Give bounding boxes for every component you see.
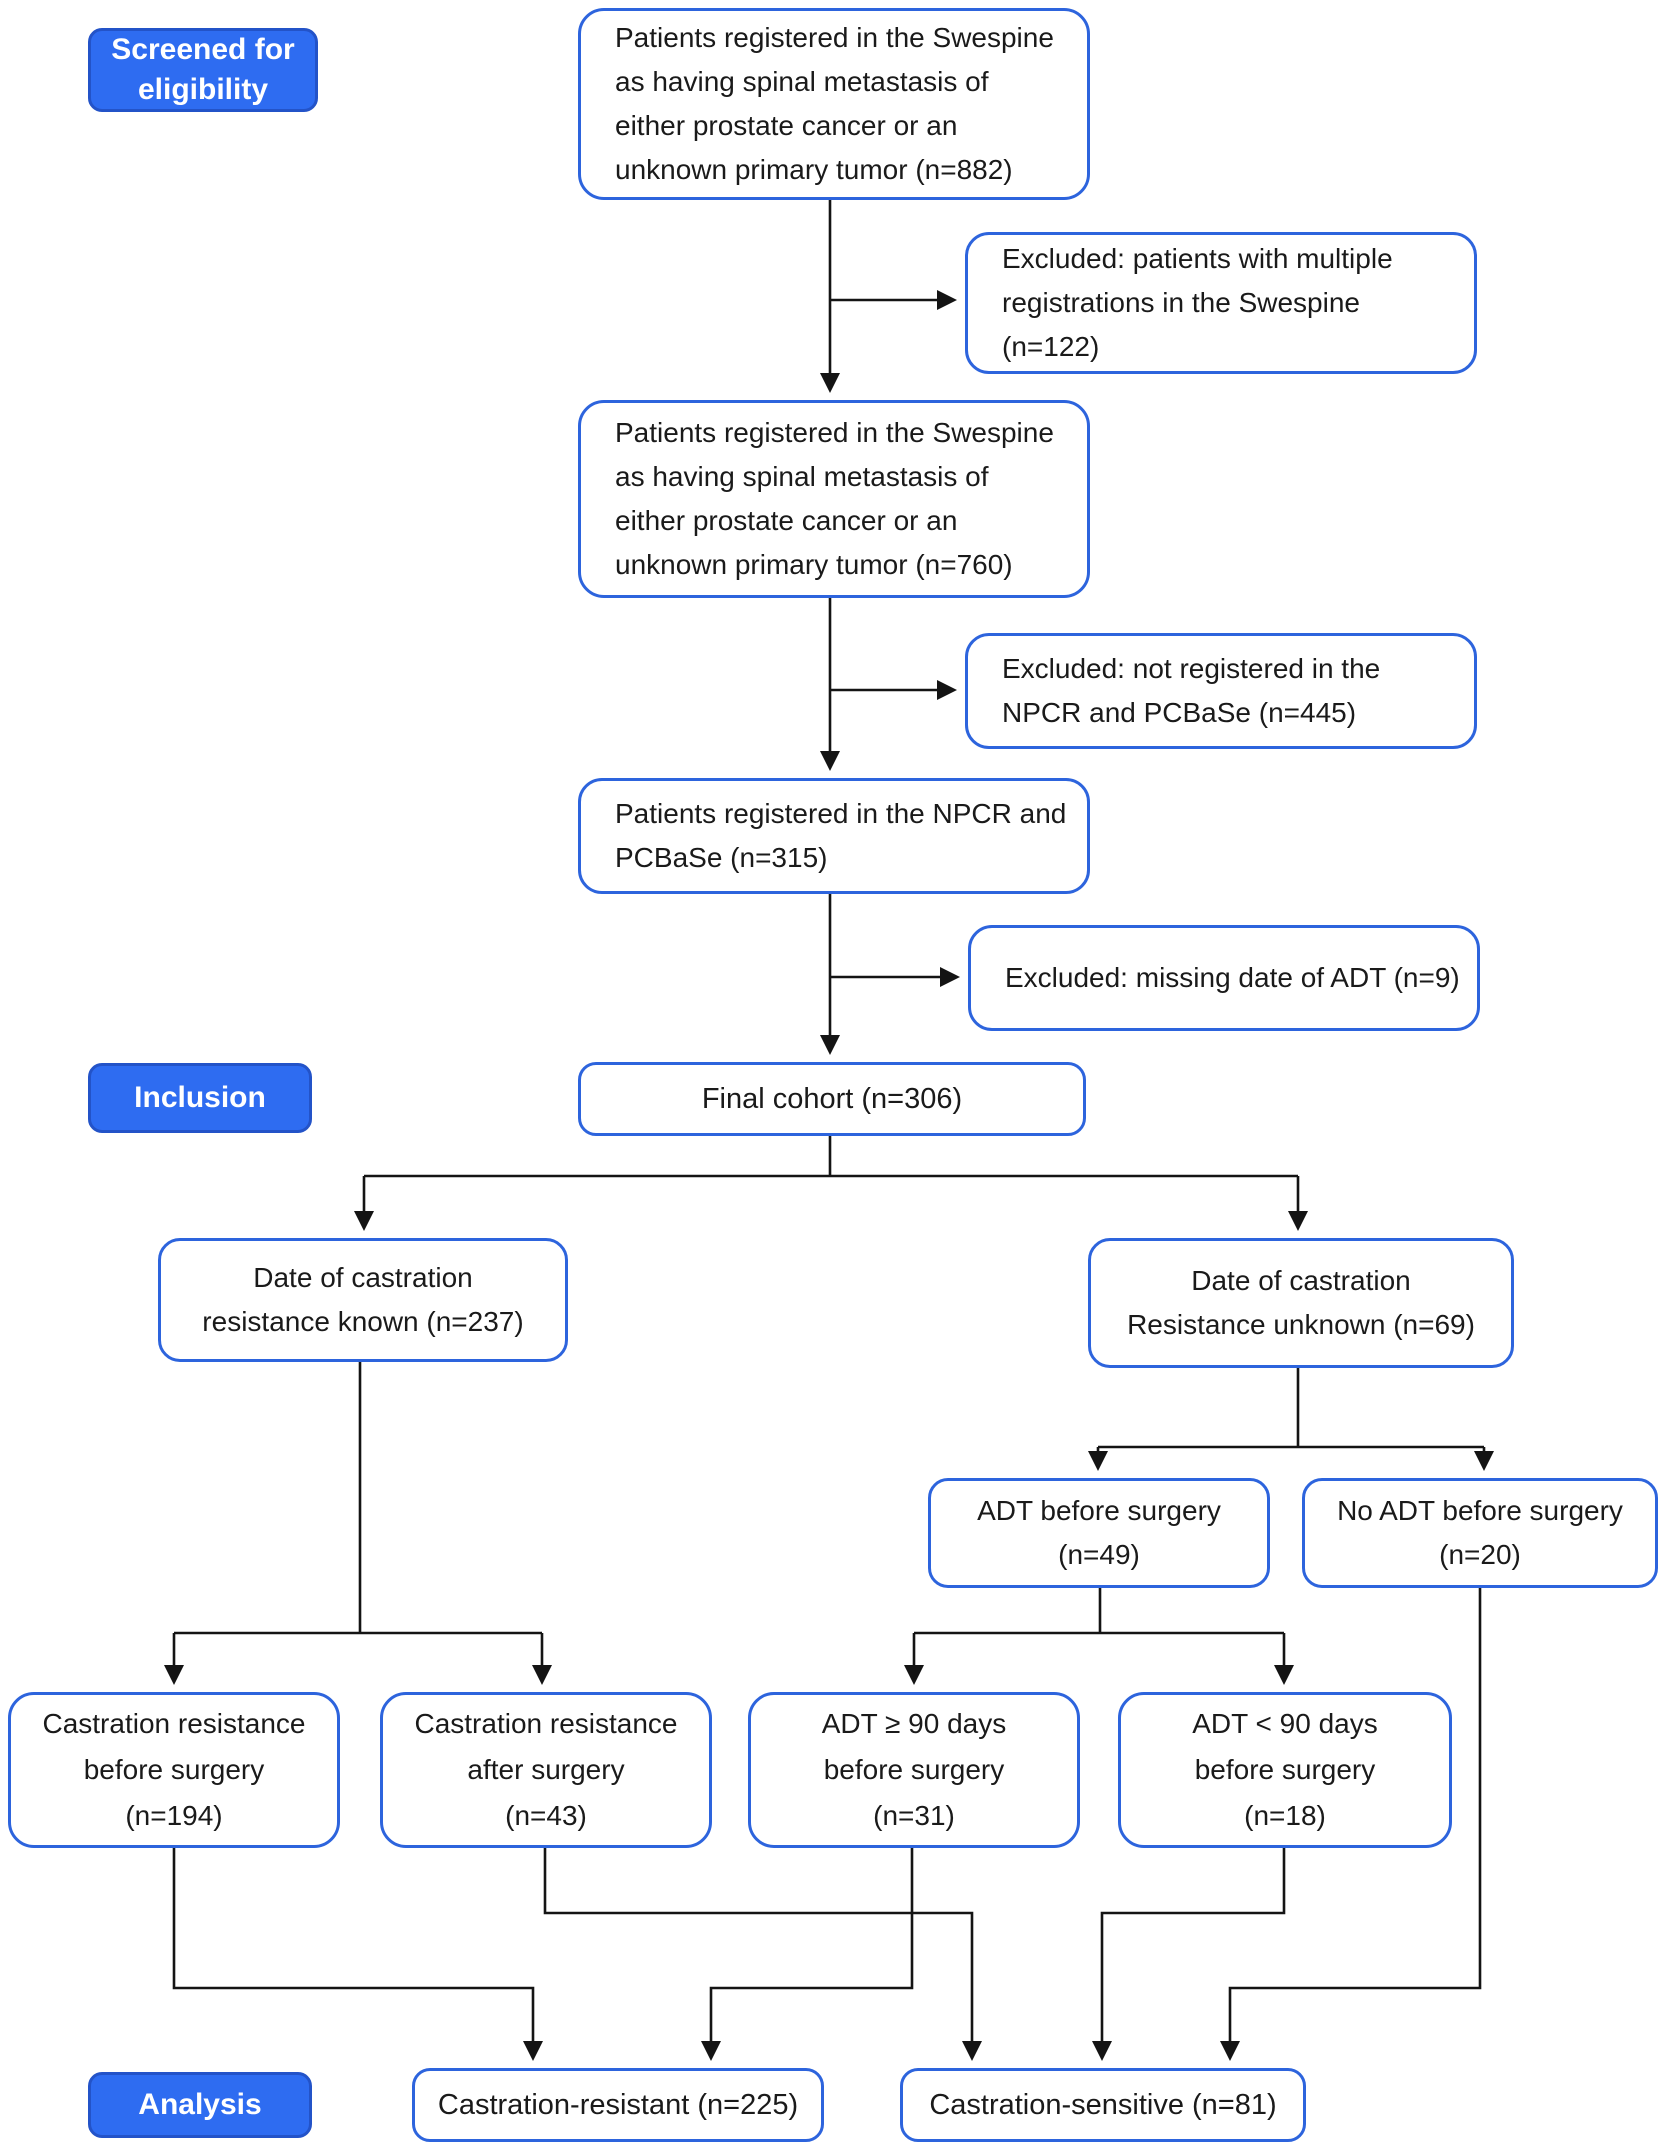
node-cr-date-unknown: Date of castration Resistance unknown (n… xyxy=(1088,1238,1514,1368)
node-castration-sensitive: Castration-sensitive (n=81) xyxy=(900,2068,1306,2142)
node-adt-ge-90-days: ADT ≥ 90 days before surgery (n=31) xyxy=(748,1692,1080,1848)
stage-inclusion-label: Inclusion xyxy=(88,1063,312,1133)
route-crbefore-to-resistant xyxy=(172,1848,543,2061)
route-ge90-to-resistant xyxy=(701,1848,914,2061)
node-npcr-315: Patients registered in the NPCR and PCBa… xyxy=(578,778,1090,894)
node-excluded-adt-date: Excluded: missing date of ADT (n=9) xyxy=(968,925,1480,1031)
node-swespine-760: Patients registered in the Swespine as h… xyxy=(578,400,1090,598)
node-final-cohort: Final cohort (n=306) xyxy=(578,1062,1086,1136)
route-lt90-to-sensitive xyxy=(1092,1848,1286,2061)
node-excluded-multiple: Excluded: patients with multiple registr… xyxy=(965,232,1477,374)
node-excluded-npcr: Excluded: not registered in the NPCR and… xyxy=(965,633,1477,749)
node-cr-date-known: Date of castration resistance known (n=2… xyxy=(158,1238,568,1362)
stage-screened-label: Screened for eligibility xyxy=(88,28,318,112)
node-adt-before-surgery: ADT before surgery (n=49) xyxy=(928,1478,1270,1588)
node-no-adt-before-surgery: No ADT before surgery (n=20) xyxy=(1302,1478,1658,1588)
node-swespine-882: Patients registered in the Swespine as h… xyxy=(578,8,1090,200)
route-noadt-to-sensitive xyxy=(1220,1588,1482,2061)
node-adt-lt-90-days: ADT < 90 days before surgery (n=18) xyxy=(1118,1692,1452,1848)
node-cr-before-surgery: Castration resistance before surgery (n=… xyxy=(8,1692,340,1848)
stage-analysis-label: Analysis xyxy=(88,2072,312,2138)
route-crafter-to-sensitive xyxy=(543,1848,982,2061)
node-castration-resistant: Castration-resistant (n=225) xyxy=(412,2068,824,2142)
node-cr-after-surgery: Castration resistance after surgery (n=4… xyxy=(380,1692,712,1848)
